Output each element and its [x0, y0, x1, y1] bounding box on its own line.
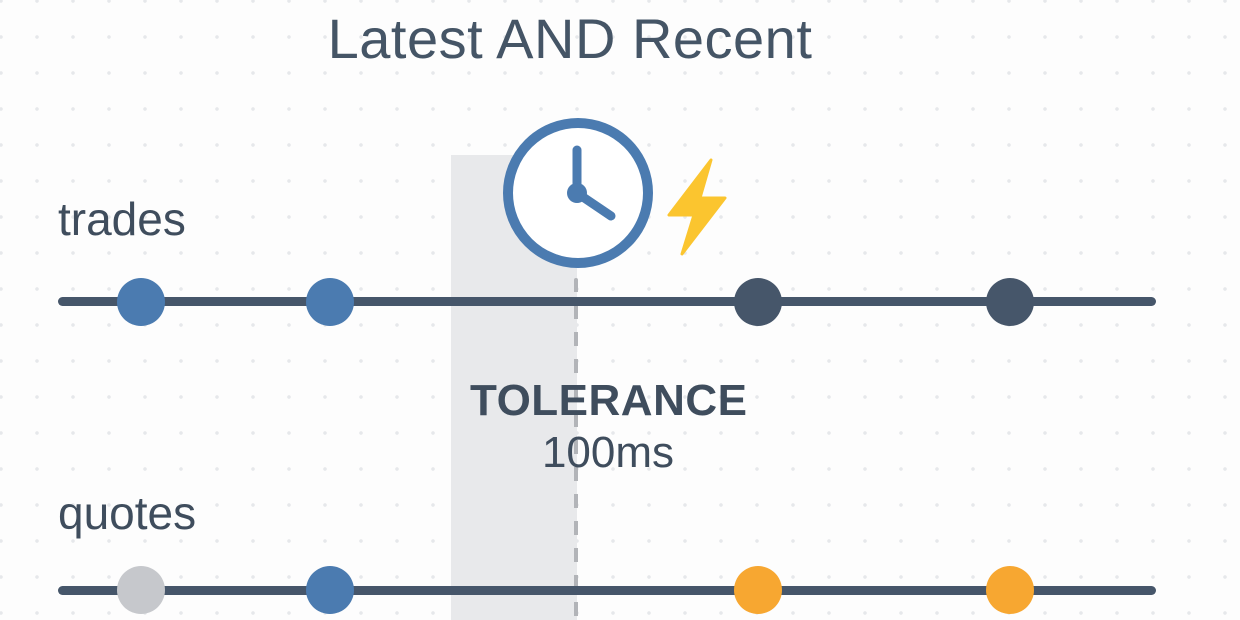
lane-label-quotes: quotes — [58, 487, 197, 539]
trades-event-1 — [117, 278, 165, 326]
quotes-timeline-track — [58, 586, 1156, 595]
trades-event-2 — [306, 278, 354, 326]
tolerance-label: TOLERANCE — [470, 376, 748, 425]
tolerance-value: 100ms — [541, 428, 675, 477]
quotes-event-2 — [306, 566, 354, 614]
trades-event-4 — [986, 278, 1034, 326]
current-time-dashed-line — [574, 278, 578, 620]
lane-label-trades: trades — [58, 193, 186, 245]
quotes-event-1 — [117, 566, 165, 614]
quotes-event-3 — [734, 566, 782, 614]
trades-event-3 — [734, 278, 782, 326]
diagram-title: Latest AND Recent — [327, 7, 813, 70]
trades-timeline-track — [58, 297, 1156, 306]
lightning-bolt-icon — [667, 158, 727, 256]
clock-icon — [503, 118, 653, 268]
quotes-event-4 — [986, 566, 1034, 614]
